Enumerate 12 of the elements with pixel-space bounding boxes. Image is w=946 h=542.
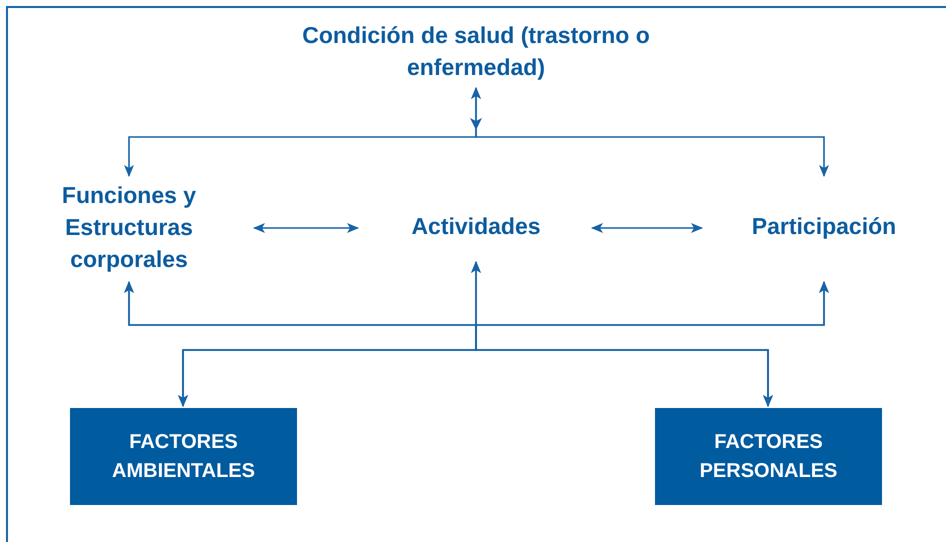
box-label: FACTORES AMBIENTALES: [111, 430, 256, 484]
concept-label: Condición de salud (trastorno o enfermedad): [301, 20, 651, 82]
connector-arrow: [475, 281, 829, 407]
connector-arrow: [591, 223, 703, 233]
concept-label: Actividades: [411, 212, 541, 241]
factor-box: [655, 408, 882, 505]
concept-label: Funciones y Estructuras corporales: [60, 180, 198, 274]
connector-arrow: [471, 87, 829, 177]
concept-label: Participación: [752, 212, 896, 241]
connector-arrow: [253, 223, 359, 233]
factor-box: [70, 408, 297, 505]
box-label: FACTORES PERSONALES: [698, 430, 838, 484]
